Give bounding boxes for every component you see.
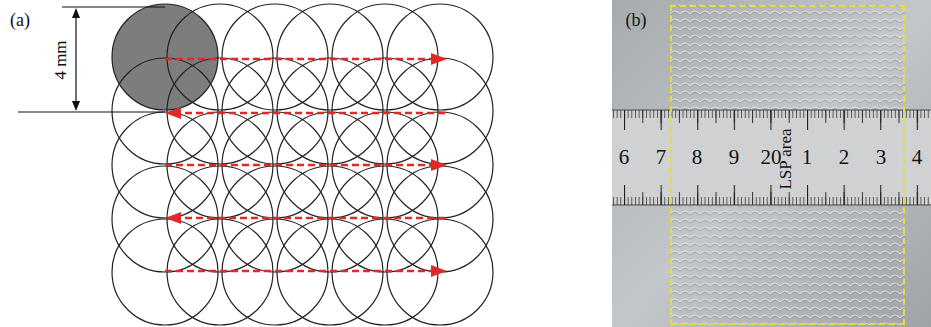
area-label: LSP area: [777, 128, 794, 189]
ruler-number: 2: [839, 147, 850, 168]
ruler-number: 4: [912, 147, 923, 168]
ruler-number: 6: [619, 147, 630, 168]
ruler-number: 8: [692, 147, 703, 168]
ruler-number: 1: [802, 147, 813, 168]
ruler-number: 7: [656, 147, 667, 168]
panel-label: (a): [10, 11, 30, 29]
panel-label: (b): [626, 11, 647, 29]
ruler-number: 9: [729, 147, 740, 168]
ruler-number: 3: [876, 147, 887, 168]
lsp-area-box: LSP area: [670, 5, 905, 325]
dimension-label: 4 mm: [52, 40, 69, 79]
